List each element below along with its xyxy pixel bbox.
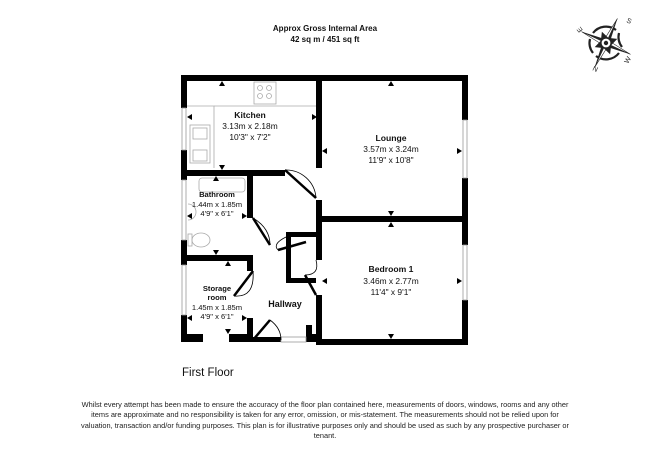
room-name: Lounge <box>375 133 406 143</box>
dimension-markers <box>187 81 462 339</box>
floor-label: First Floor <box>182 367 234 379</box>
bath-icon <box>198 177 246 193</box>
room-metric: 3.57m x 3.24m <box>363 144 418 154</box>
room-storage: Storage room 1.45m x 1.85m 4'9" x 6'1" <box>192 284 242 321</box>
walls <box>181 75 468 345</box>
disclaimer-text: Whilst every attempt has been made to en… <box>81 400 569 441</box>
room-lounge: Lounge 3.57m x 3.24m 11'9" x 10'8" <box>363 133 418 165</box>
compass-label-s: S <box>625 17 632 25</box>
room-name: Bathroom <box>199 190 235 199</box>
room-metric: 1.44m x 1.85m <box>192 200 242 209</box>
room-metric: 3.46m x 2.77m <box>363 276 418 286</box>
room-metric: 1.45m x 1.85m <box>192 303 242 312</box>
hob-icon <box>253 81 277 105</box>
room-name: Storage <box>203 284 231 293</box>
floor-plan: Kitchen 3.13m x 2.18m 10'3" x 7'2" Loung… <box>181 75 468 345</box>
room-imperial: 11'4" x 9'1" <box>371 287 412 297</box>
room-hallway: Hallway <box>268 299 302 309</box>
room-bedroom-1: Bedroom 1 3.46m x 2.77m 11'4" x 9'1" <box>363 264 418 297</box>
area-title: Approx Gross Internal Area <box>272 24 378 33</box>
room-bathroom: Bathroom 1.44m x 1.85m 4'9" x 6'1" <box>192 190 242 218</box>
room-imperial: 11'9" x 10'8" <box>368 155 413 165</box>
windows <box>181 107 468 343</box>
room-imperial: 4'9" x 6'1" <box>200 312 234 321</box>
room-metric: 3.13m x 2.18m <box>222 121 277 131</box>
compass-label-e: E <box>576 25 585 33</box>
fixtures <box>187 81 316 248</box>
room-name: Bedroom 1 <box>369 264 414 274</box>
compass-rose-icon: S W N E <box>576 17 634 73</box>
sink-icon <box>189 124 211 164</box>
room-name: Hallway <box>268 299 302 309</box>
room-name-line2: room <box>208 293 227 302</box>
gross-internal-area: Approx Gross Internal Area 42 sq m / 451… <box>0 23 650 45</box>
compass-label-n: N <box>591 65 599 73</box>
basin-icon <box>187 203 197 221</box>
room-imperial: 4'9" x 6'1" <box>200 209 234 218</box>
toilet-icon <box>191 232 211 248</box>
area-value: 42 sq m / 451 sq ft <box>290 35 360 44</box>
room-imperial: 10'3" x 7'2" <box>229 132 270 142</box>
room-kitchen: Kitchen 3.13m x 2.18m 10'3" x 7'2" <box>222 110 277 142</box>
compass-label-w: W <box>624 55 634 65</box>
room-name: Kitchen <box>234 110 266 120</box>
doors <box>233 169 318 341</box>
